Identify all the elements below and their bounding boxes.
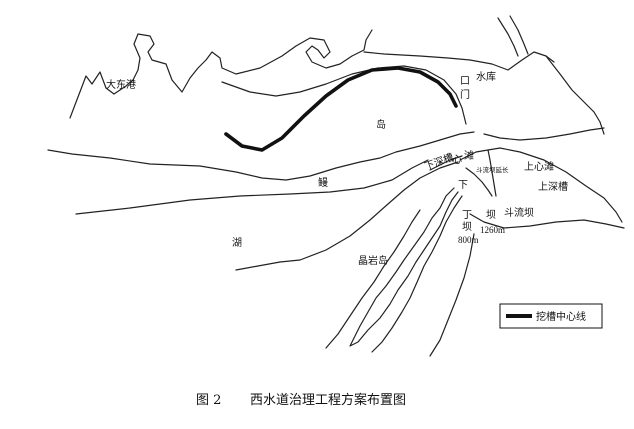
label-dao: 岛 <box>376 118 386 131</box>
jingyan-island-outline <box>349 187 459 347</box>
south-channel-west <box>325 209 421 349</box>
legend: 挖槽中心线 <box>499 303 603 329</box>
label-dou-liu-ba: 斗流坝 <box>504 206 534 219</box>
jingyan-island-inner <box>371 195 463 353</box>
main-channel-outer-bank <box>221 65 467 125</box>
xiashen-arrow-line <box>429 155 463 171</box>
groyne-dam <box>465 167 493 197</box>
label-kou: 口 <box>460 76 470 87</box>
lower-long-shore <box>279 161 459 263</box>
label-hu: 湖 <box>232 237 242 249</box>
legend-label: 挖槽中心线 <box>536 310 586 323</box>
lower-right-shore <box>469 213 625 229</box>
label-da-dong-gang: 大东港 <box>106 78 136 91</box>
label-jing-yan-dao: 晶岩岛 <box>358 254 388 267</box>
northwest-coastline <box>69 29 373 119</box>
southwest-bank <box>75 159 429 215</box>
label-xin: 心 <box>452 154 462 166</box>
label-men: 门 <box>460 88 470 101</box>
dredged-channel-centerline <box>224 66 458 152</box>
north-shore <box>363 51 555 71</box>
center-island-bank <box>395 131 475 153</box>
label-xia-shen-cao: 下深槽 <box>423 150 456 172</box>
dou-liu-dam <box>487 149 497 197</box>
reservoir-inlet-west <box>497 17 519 57</box>
label-dou-liu-ba-length: 1260m <box>480 225 505 235</box>
label-tan: 滩 <box>464 149 474 162</box>
eel-island-shore <box>47 149 397 181</box>
right-bank-south <box>593 111 605 135</box>
south-channel-east <box>429 233 475 357</box>
label-shang-shen-cao: 上深槽 <box>538 180 568 193</box>
southern-coast <box>235 261 281 271</box>
label-shui-ku: 水库 <box>476 70 496 83</box>
label-dou-liu-ba-extension: 斗流坝延长 <box>476 165 509 174</box>
label-ba-right: 坝 <box>486 209 496 221</box>
eastern-lower-shore <box>483 127 605 141</box>
label-xia: 下 <box>458 180 468 191</box>
legend-box <box>499 303 603 329</box>
east-shore <box>545 55 595 113</box>
caption-number: 图 2 <box>196 393 221 408</box>
label-e: 鳗 <box>318 176 328 189</box>
label-ding-ba-length: 800m <box>458 235 479 245</box>
label-ding: 丁 <box>462 210 472 221</box>
label-ba-left: 坝 <box>462 221 472 233</box>
label-shang-xin-tan: 上心滩 <box>524 160 554 173</box>
caption-title: 西水道治理工程方案布置图 <box>250 392 406 408</box>
reservoir-inlet-east <box>509 15 529 55</box>
figure-caption: 图 2 西水道治理工程方案布置图 <box>196 392 406 408</box>
